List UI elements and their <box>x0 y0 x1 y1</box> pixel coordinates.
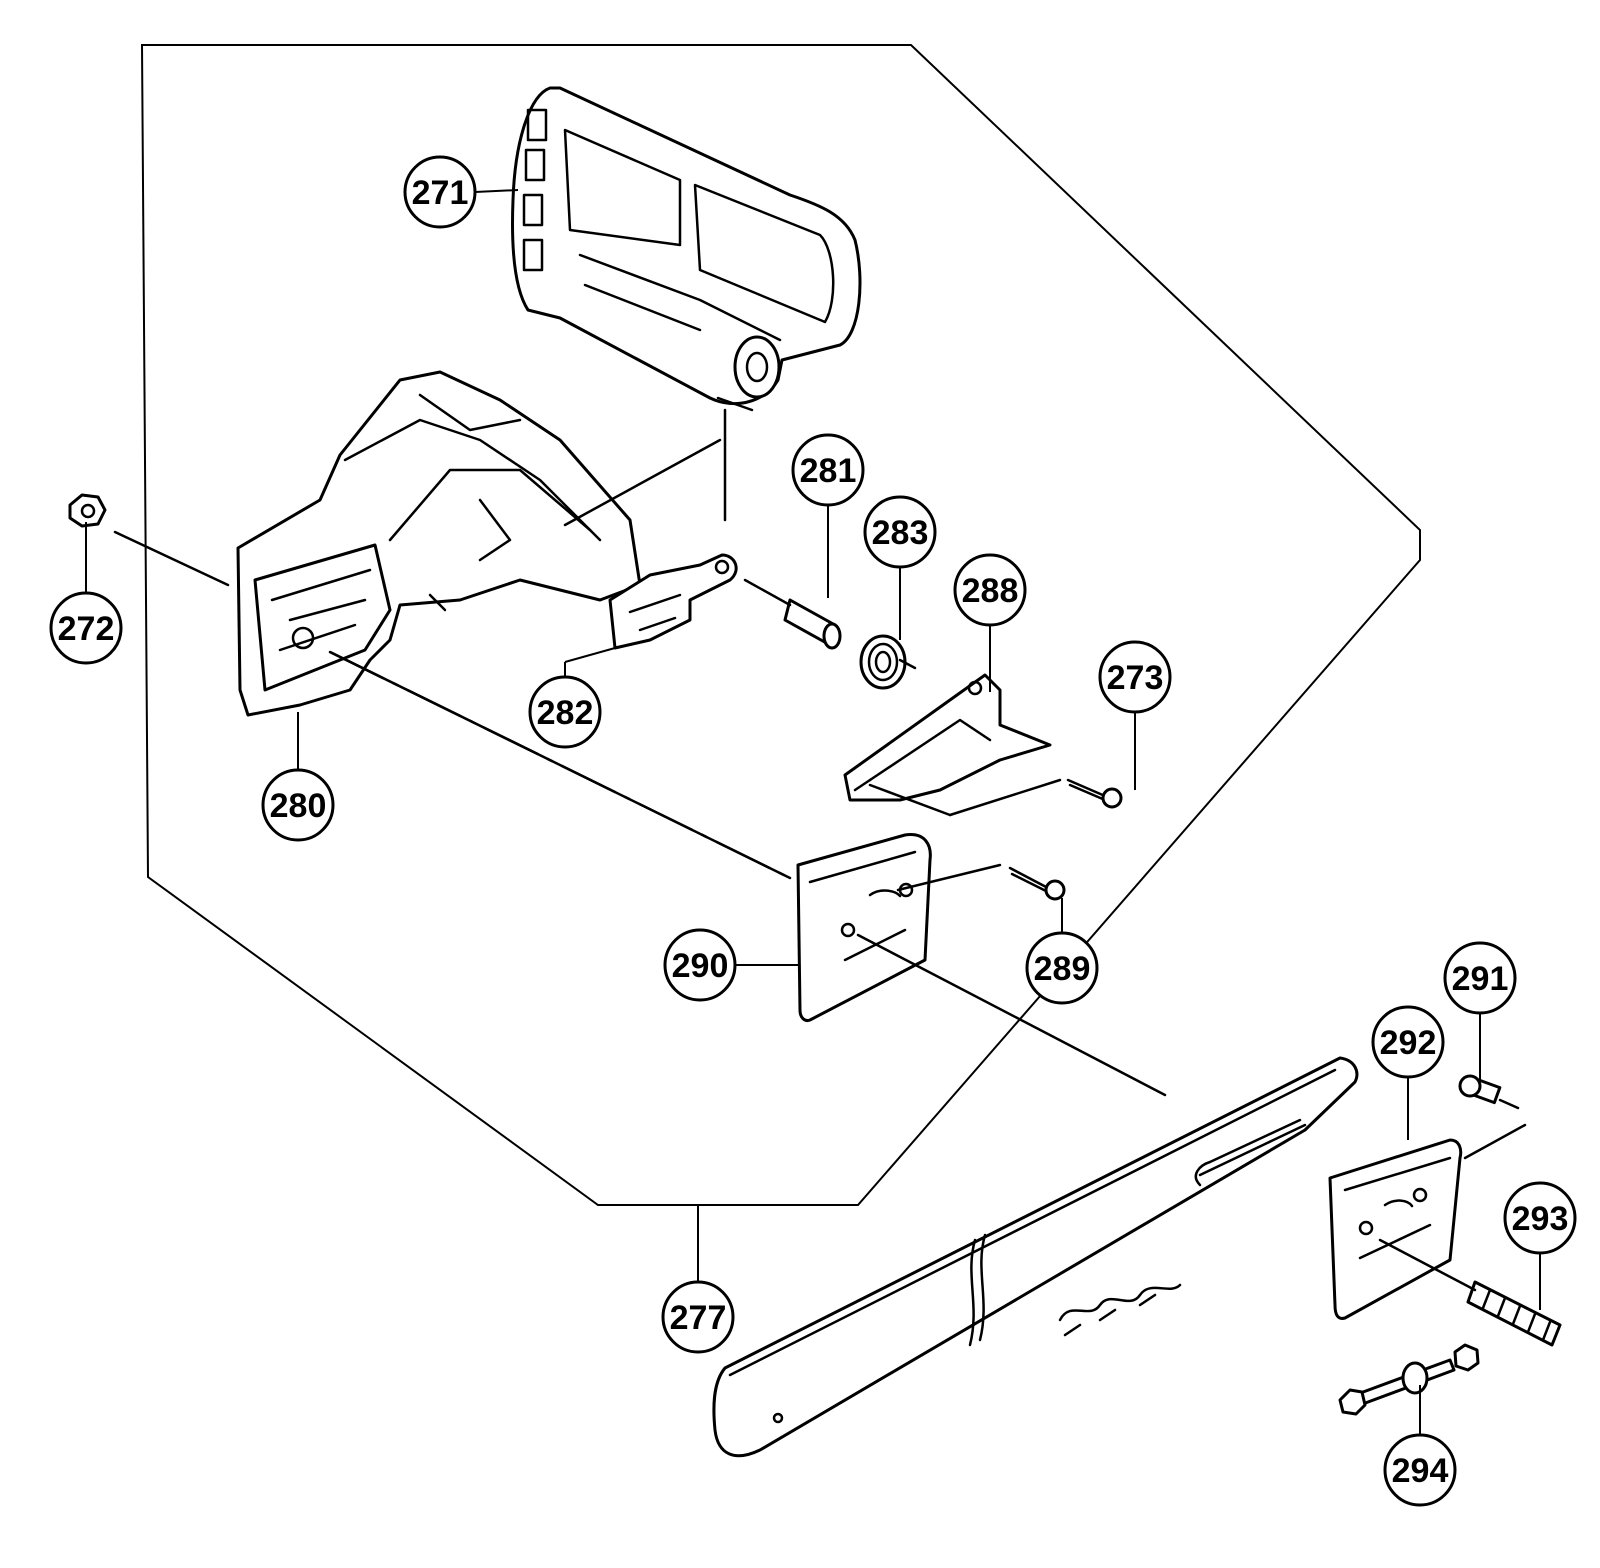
callout-272[interactable]: 272 <box>49 591 123 665</box>
part-chain-adjuster <box>608 553 738 650</box>
assembly-boundary-outline <box>140 44 1421 1282</box>
callout-283[interactable]: 283 <box>863 495 937 569</box>
callout-281[interactable]: 281 <box>791 433 865 507</box>
part-spring <box>859 634 917 690</box>
callout-283-label: 283 <box>872 514 929 552</box>
callout-282-label: 282 <box>537 694 594 732</box>
callout-290[interactable]: 290 <box>663 928 737 1002</box>
part-inner-plate <box>796 833 932 1022</box>
callout-288-label: 288 <box>962 572 1019 610</box>
callout-293-label: 293 <box>1512 1200 1569 1238</box>
part-guide-bar <box>712 1056 1359 1458</box>
callout-281-label: 281 <box>800 452 857 490</box>
part-chain-catcher <box>843 673 1052 802</box>
callout-277[interactable]: 277 <box>661 1280 735 1354</box>
callout-293[interactable]: 293 <box>1503 1181 1577 1255</box>
part-guide-frame <box>236 370 642 717</box>
part-sleeve <box>783 598 842 650</box>
callout-292[interactable]: 292 <box>1371 1005 1445 1079</box>
callout-280-label: 280 <box>270 787 327 825</box>
part-side-cover <box>511 86 862 412</box>
callout-291-label: 291 <box>1452 960 1509 998</box>
part-outer-plate <box>1328 1138 1463 1320</box>
callout-282[interactable]: 282 <box>528 675 602 749</box>
callout-292-label: 292 <box>1380 1024 1437 1062</box>
callout-280[interactable]: 280 <box>261 768 335 842</box>
callout-289-label: 289 <box>1034 950 1091 988</box>
callout-288[interactable]: 288 <box>953 553 1027 627</box>
callout-271-label: 271 <box>412 174 469 212</box>
part-tension-bolt <box>1338 1343 1480 1416</box>
part-nut <box>68 493 107 528</box>
callout-273-label: 273 <box>1107 659 1164 697</box>
callout-290-label: 290 <box>672 947 729 985</box>
callout-289[interactable]: 289 <box>1025 931 1099 1005</box>
callout-291[interactable]: 291 <box>1443 941 1517 1015</box>
callout-272-label: 272 <box>58 610 115 648</box>
callout-277-label: 277 <box>670 1299 727 1337</box>
part-screw-291 <box>1458 1074 1502 1105</box>
part-stud-bolt <box>1466 1280 1562 1347</box>
assembly-lines <box>113 408 1527 1292</box>
part-screw-289 <box>1008 866 1066 901</box>
callout-294[interactable]: 294 <box>1383 1433 1457 1507</box>
callout-294-label: 294 <box>1392 1452 1449 1490</box>
callout-273[interactable]: 273 <box>1098 640 1172 714</box>
callout-271[interactable]: 271 <box>403 155 477 229</box>
part-screw-273 <box>1066 778 1123 809</box>
